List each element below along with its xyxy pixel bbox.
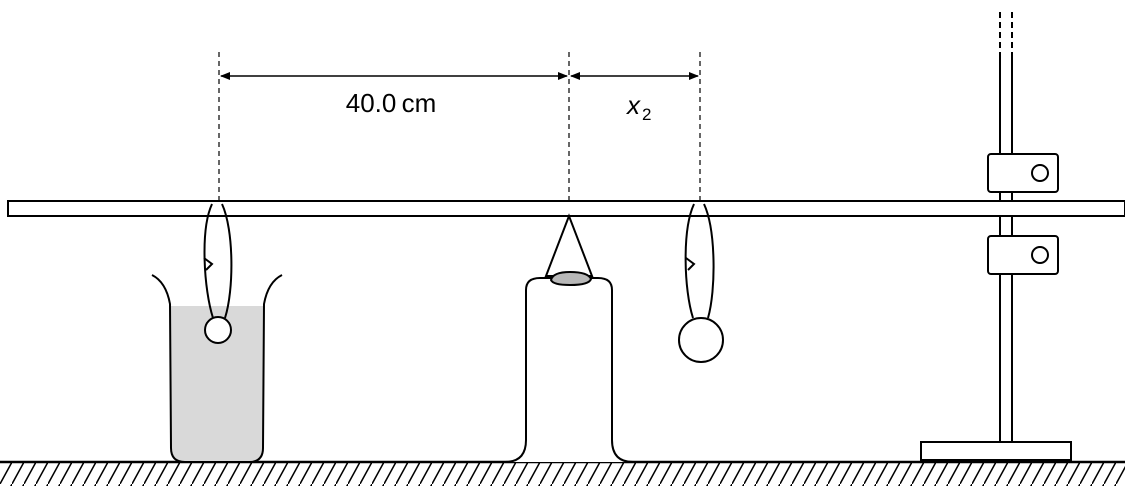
distance-x2-subscript: 2 <box>642 105 651 124</box>
left-thread-knot <box>203 257 214 271</box>
clamps <box>987 153 1059 275</box>
right-thread-loop <box>684 203 715 319</box>
upper-clamp <box>987 153 1059 193</box>
right-thread-knot <box>685 257 696 271</box>
beaker <box>151 274 283 463</box>
pivot-triangle <box>544 213 594 277</box>
lower-clamp-screw <box>1031 246 1049 264</box>
beaker-outline <box>151 274 283 463</box>
upper-clamp-screw <box>1031 164 1049 182</box>
metre-rule <box>7 200 1125 217</box>
reference-lines <box>218 52 701 200</box>
distance-x2-label: x <box>625 90 641 120</box>
stand <box>920 12 1072 461</box>
left-mass <box>203 203 233 344</box>
ground <box>0 460 1125 486</box>
pivot-block <box>504 277 634 463</box>
left-sinker <box>204 316 232 344</box>
stand-base <box>920 441 1072 461</box>
water <box>171 306 263 462</box>
right-mass <box>678 203 724 363</box>
left-thread-loop <box>203 203 233 319</box>
right-sinker <box>678 317 724 363</box>
distance-40-label: 40.0 cm <box>346 88 436 118</box>
lower-clamp <box>987 235 1059 275</box>
modelling-clay <box>549 270 593 287</box>
pivot <box>504 213 634 463</box>
